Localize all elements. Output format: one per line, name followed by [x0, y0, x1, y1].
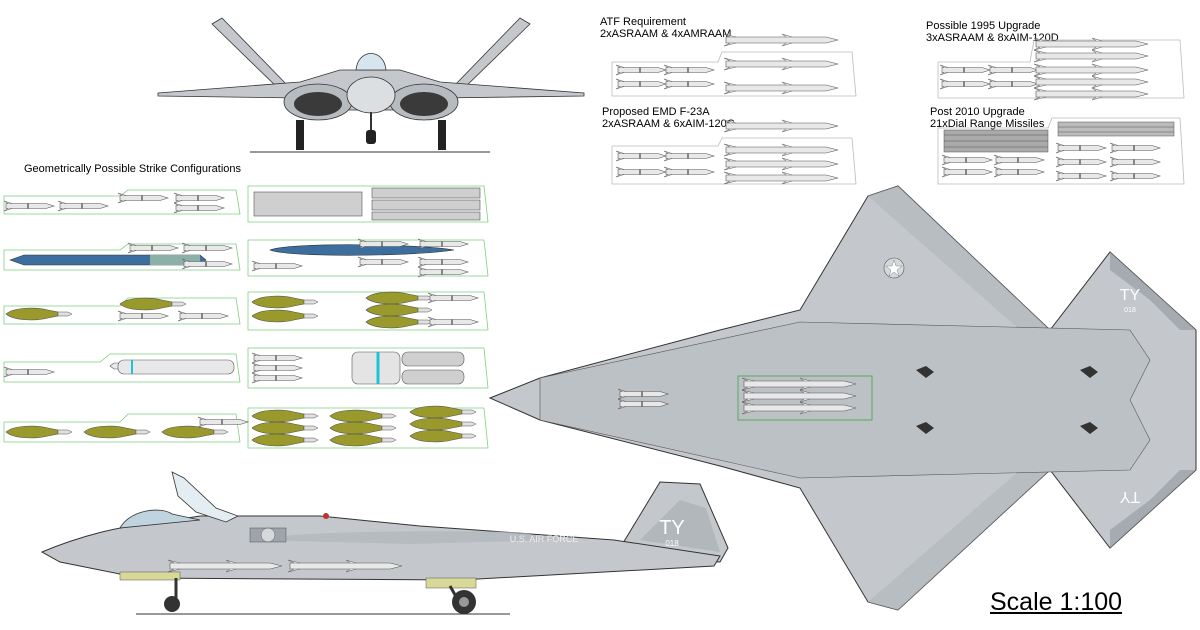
strike-configurations-heading: Geometrically Possible Strike Configurat…	[24, 163, 242, 175]
upgrade-1995-title: Possible 1995 Upgrade	[926, 20, 1041, 32]
tail-code-side: TY	[659, 517, 685, 539]
emd-f23a-config: 2xASRAAM & 6xAIM-120C	[602, 118, 735, 130]
front-view	[157, 17, 585, 153]
side-view: U.S. AIR FORCE TY 018	[40, 471, 729, 615]
upgrade-2010-config: 21xDial Range Missiles	[930, 118, 1045, 130]
serial-side: 018	[665, 539, 679, 548]
plan-view: TY 018 TY	[488, 185, 1197, 611]
air-to-air-configurations	[611, 33, 1185, 185]
air-force-marking: U.S. AIR FORCE	[510, 534, 579, 544]
national-insignia-wing	[883, 257, 905, 279]
strike-weapons	[3, 187, 481, 447]
scale-label: Scale 1:100	[990, 588, 1123, 616]
emd-f23a-title: Proposed EMD F-23A	[602, 106, 710, 118]
atf-requirement-title: ATF Requirement	[600, 16, 686, 28]
atf-requirement-config: 2xASRAAM & 4xAMRAAM	[600, 28, 732, 40]
upgrade-1995-config: 3xASRAAM & 8xAIM-120D	[926, 32, 1059, 44]
tail-code-top-right: TY	[1119, 488, 1140, 505]
serial-top-left: 018	[1124, 307, 1136, 314]
national-insignia-fuselage	[249, 527, 287, 543]
upgrade-2010-title: Post 2010 Upgrade	[930, 106, 1025, 118]
tail-code-top-left: TY	[1120, 287, 1141, 304]
